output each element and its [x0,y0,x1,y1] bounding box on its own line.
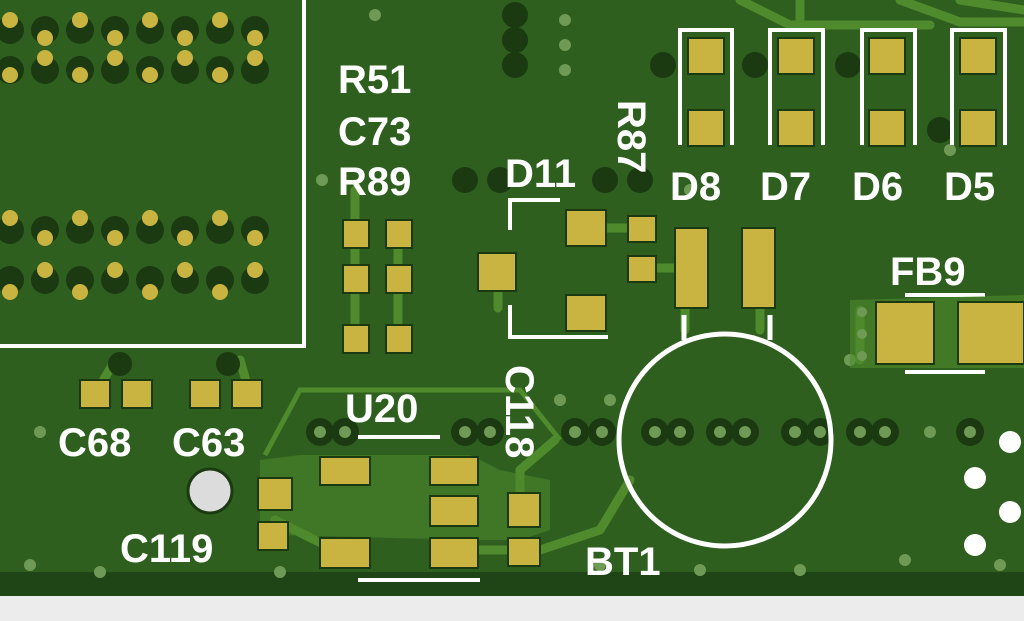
label-c118: C118 [497,365,541,458]
label-r51: R51 [338,58,411,102]
label-r87: R87 [609,100,653,173]
label-c73: C73 [338,110,411,154]
resistor-capacitor-pads [342,219,413,354]
label-fb9: FB9 [890,250,966,294]
connector-region [0,0,306,348]
label-d11: D11 [505,152,576,196]
label-d5: D5 [944,165,995,209]
label-d7: D7 [760,165,811,209]
connector-pads-bottom [0,210,269,300]
led-footprints [678,28,1007,147]
fb9-footprint [850,293,1024,374]
connector-outline [0,0,306,348]
d11-footprint [477,198,657,339]
label-r89: R89 [338,160,411,204]
label-u20: U20 [345,387,418,431]
through-hole-row-mid-centers [314,426,976,438]
u20-copper-outline [262,387,562,457]
vias [24,9,1006,578]
label-c119: C119 [120,527,213,571]
c68-c63-pads [79,352,263,409]
label-bt1: BT1 [585,540,661,584]
label-d8: D8 [670,165,721,209]
u20-footprint [257,435,541,582]
connector-pads-top [0,12,269,84]
label-c63: C63 [172,421,245,465]
through-hole-row-top [452,2,953,193]
white-mounting-dots [964,431,1021,556]
fiducial-c119 [186,467,234,515]
bt1-footprint [616,227,834,549]
pcb-board: R51 C73 R89 D11 R87 D8 D7 D6 D5 FB9 C68 … [0,0,1024,596]
board-edge [0,572,1024,596]
label-d6: D6 [852,165,903,209]
label-c68: C68 [58,421,131,465]
